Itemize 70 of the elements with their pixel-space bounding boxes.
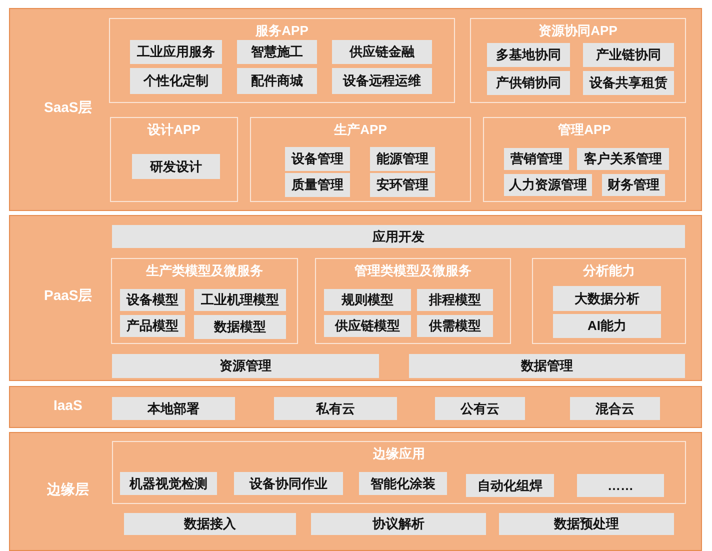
module-box: ……: [577, 474, 664, 497]
module-box: 质量管理: [285, 173, 350, 197]
layer-band: [9, 432, 702, 551]
module-box: 多基地协同: [487, 43, 570, 67]
layer-band: [9, 215, 702, 381]
module-box: 设备共享租赁: [583, 71, 674, 95]
module-box: 工业机理模型: [194, 289, 286, 311]
module-box: AI能力: [553, 314, 661, 338]
module-box: 智能化涂装: [359, 472, 447, 495]
group-title: 生产类模型及微服务: [146, 262, 263, 280]
group-panel: [470, 18, 686, 103]
module-box: 安环管理: [370, 173, 435, 197]
module-box: 研发设计: [132, 154, 220, 179]
module-box: 产品模型: [120, 315, 185, 337]
module-box: 产业链协同: [583, 43, 674, 67]
module-box: 财务管理: [602, 174, 665, 196]
module-box: 私有云: [274, 397, 397, 420]
module-box: 协议解析: [311, 513, 486, 535]
layer-label: PaaS层: [44, 287, 92, 305]
group-title: 边缘应用: [373, 445, 425, 463]
group-panel: [250, 117, 471, 202]
group-panel: [315, 258, 511, 344]
module-box: 公有云: [435, 397, 525, 420]
layer-band: [9, 386, 702, 428]
module-box: 人力资源管理: [504, 174, 592, 196]
module-box: 应用开发: [112, 225, 685, 248]
group-panel: [111, 258, 298, 344]
group-panel: [112, 441, 686, 504]
module-box: 设备协同作业: [234, 472, 343, 495]
module-box: 设备远程运维: [332, 68, 432, 94]
module-box: 数据管理: [409, 354, 685, 378]
group-title: 管理APP: [558, 121, 611, 139]
layer-label: SaaS层: [44, 98, 92, 116]
group-title: 设计APP: [148, 121, 200, 139]
module-box: 工业应用服务: [130, 40, 222, 64]
module-box: 营销管理: [504, 148, 569, 170]
module-box: 本地部署: [112, 397, 235, 420]
module-box: 排程模型: [417, 289, 493, 311]
module-box: 产供销协同: [487, 71, 570, 95]
layer-label: IaaS: [54, 397, 82, 413]
module-box: 机器视觉检测: [120, 472, 217, 495]
module-box: 配件商城: [237, 68, 317, 94]
layer-label: 边缘层: [47, 480, 89, 498]
module-box: 自动化组焊: [466, 474, 554, 497]
module-box: 数据接入: [124, 513, 296, 535]
module-box: 供应链模型: [324, 315, 411, 337]
module-box: 数据预处理: [499, 513, 674, 535]
group-panel: [110, 117, 238, 202]
group-title: 资源协同APP: [538, 22, 618, 40]
module-box: 资源管理: [112, 354, 379, 378]
group-panel: [109, 18, 455, 103]
module-box: 智慧施工: [237, 40, 317, 64]
module-box: 个性化定制: [130, 68, 222, 94]
layer-band: [9, 8, 702, 211]
module-box: 大数据分析: [553, 286, 661, 311]
group-title: 分析能力: [583, 262, 635, 280]
module-box: 客户关系管理: [577, 148, 669, 170]
group-panel: [532, 258, 686, 344]
group-panel: [483, 117, 686, 202]
module-box: 供需模型: [417, 315, 493, 337]
module-box: 能源管理: [370, 147, 435, 171]
group-title: 管理类模型及微服务: [354, 262, 472, 280]
module-box: 数据模型: [194, 315, 286, 339]
module-box: 规则模型: [324, 289, 411, 311]
module-box: 设备管理: [285, 147, 350, 171]
module-box: 设备模型: [120, 289, 185, 311]
group-title: 服务APP: [256, 22, 308, 40]
module-box: 供应链金融: [332, 40, 432, 64]
module-box: 混合云: [570, 397, 660, 420]
group-title: 生产APP: [334, 121, 387, 139]
